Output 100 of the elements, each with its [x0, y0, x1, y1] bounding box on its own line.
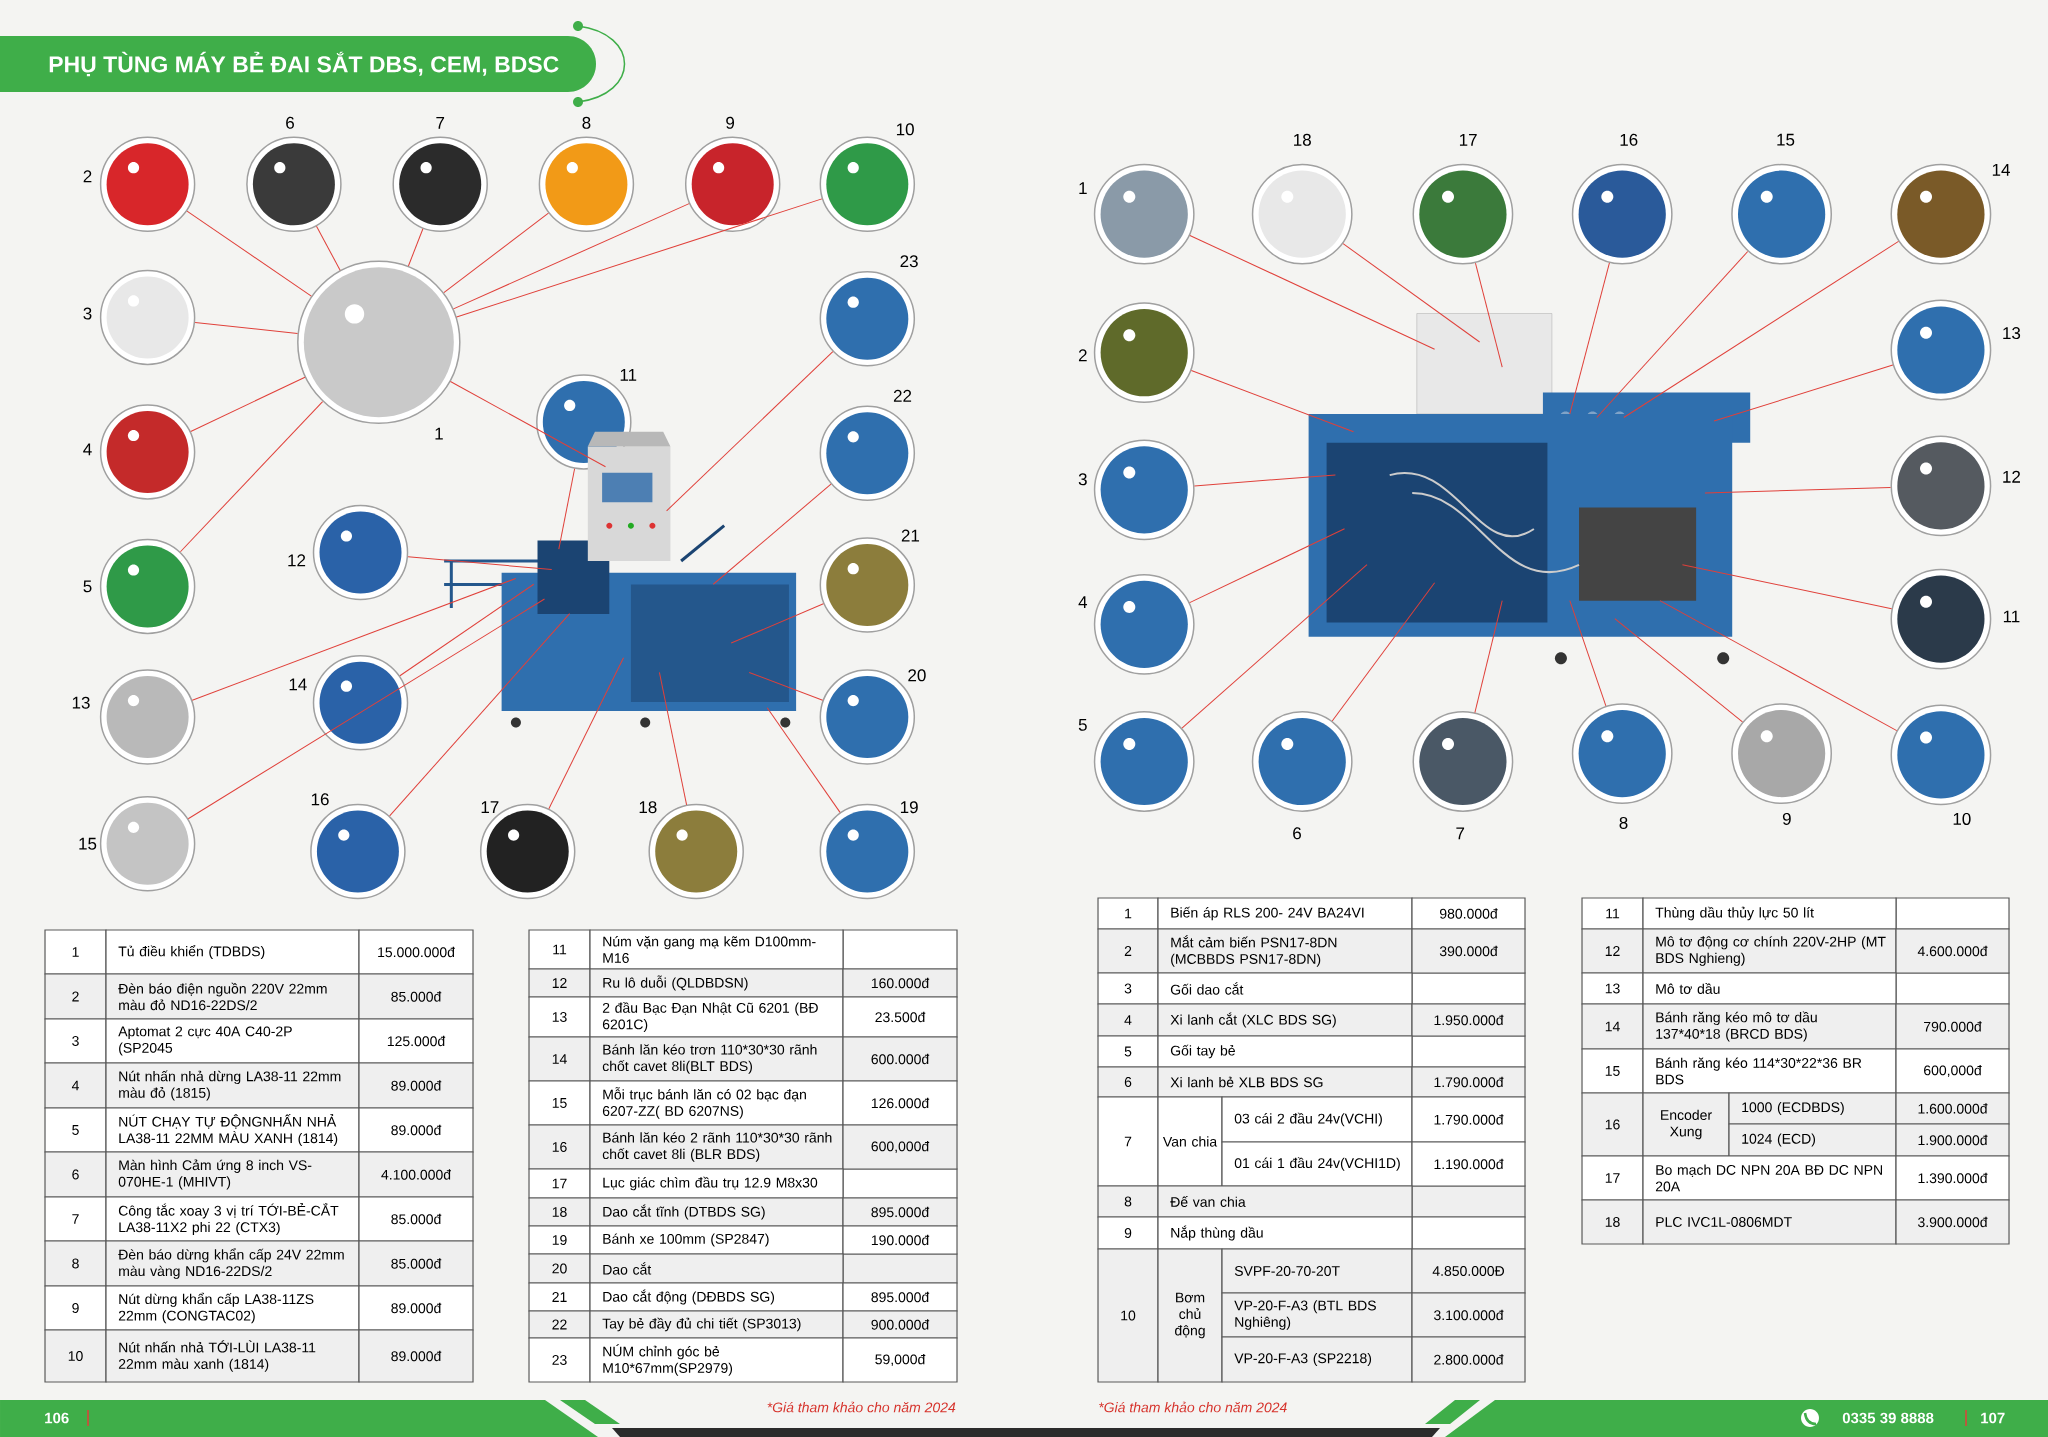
leader-line	[766, 707, 841, 813]
table-cell: 2	[44, 973, 107, 1020]
table-cell: 10	[1097, 1248, 1159, 1383]
callout-number: 16	[311, 793, 329, 806]
title-banner: PHỤ TÙNG MÁY BẺ ĐAI SẮT DBS, CEM, BDSC	[0, 36, 596, 92]
leader-line	[1189, 234, 1436, 350]
callout-number: 7	[436, 116, 445, 129]
table-cell: 7	[1097, 1096, 1159, 1187]
leader-line	[730, 603, 824, 644]
table-cell: 85.000đ	[358, 1196, 474, 1242]
table-cell: 8	[44, 1240, 107, 1287]
machine-drawing	[1308, 313, 1751, 665]
note-text: *Giá tham khảo cho năm 2024	[1099, 1401, 1287, 1413]
table-cell: 5	[1097, 1035, 1159, 1068]
table-cell: 15	[1581, 1048, 1644, 1094]
leader-line	[1181, 564, 1368, 729]
callout-number: 10	[1953, 812, 1971, 825]
callout-number: 18	[1294, 133, 1311, 146]
callout-number: 13	[72, 696, 90, 709]
callout-number: 5	[1078, 718, 1087, 731]
table-cell: 16	[1581, 1092, 1644, 1157]
table-cell: 17	[1581, 1155, 1644, 1201]
table-cell: 85.000đ	[358, 973, 474, 1020]
callout-number: 14	[289, 678, 307, 691]
table-cell: 16	[528, 1124, 591, 1170]
table-cell: 22	[528, 1310, 591, 1339]
table-cell: 126.000đ	[842, 1080, 958, 1126]
table-cell: 01 cái 1 đầu 24v(VCHI1D)	[1221, 1141, 1413, 1187]
table-cell: 3	[1097, 972, 1159, 1005]
table-cell: Van chia	[1157, 1096, 1223, 1187]
table-cell: 6	[44, 1151, 107, 1198]
table-cell: 18	[528, 1197, 591, 1227]
leader-line	[452, 203, 690, 310]
leader-line	[1569, 600, 1607, 707]
leader-line	[1190, 370, 1354, 433]
callout-number: 4	[1078, 596, 1088, 608]
leader-line	[1659, 600, 1898, 732]
table-cell: 1.790.000đ	[1411, 1096, 1526, 1143]
table-cell: 19	[528, 1225, 591, 1255]
callout-number: 3	[1078, 473, 1087, 486]
callout-number: 8	[582, 116, 591, 129]
table-cell: 23.500đ	[842, 996, 958, 1038]
table-cell: 4	[44, 1062, 107, 1109]
table-cell: 13	[1581, 972, 1644, 1005]
leader-line	[558, 468, 576, 550]
table-cell: 600,000đ	[842, 1124, 958, 1170]
leader-line	[1681, 564, 1893, 610]
table-cell: Bơm chủ động	[1157, 1248, 1223, 1383]
leader-line	[187, 598, 545, 820]
table-cell: 2	[1097, 928, 1159, 974]
table-cell: 10	[44, 1329, 107, 1383]
table-cell: 390.000đ	[1411, 928, 1526, 974]
table-cell: 17	[528, 1168, 591, 1199]
table-cell: 89.000đ	[358, 1285, 474, 1331]
callout-number: 12	[2003, 470, 2020, 483]
callout-number: 11	[620, 369, 637, 381]
table-cell: Encoder Xung	[1642, 1092, 1730, 1157]
table-cell: 4.100.000đ	[358, 1151, 474, 1198]
table-cell: 12	[528, 968, 591, 998]
callout-number: 14	[1992, 163, 2010, 176]
callout-number: 3	[83, 307, 92, 320]
table-cell: 7	[44, 1196, 107, 1242]
callout-number: 17	[481, 801, 499, 814]
table-cell: 190.000đ	[842, 1225, 958, 1255]
callout-number: 20	[908, 669, 926, 682]
leader-line	[399, 583, 535, 677]
callout-number: 16	[1620, 133, 1638, 146]
leader-line	[407, 556, 553, 571]
table-cell: 4.600.000đ	[1895, 928, 2010, 974]
table-cell: 89.000đ	[358, 1329, 474, 1383]
callout-number: 10	[896, 123, 914, 136]
leader-line	[456, 198, 823, 318]
callout-number: 17	[1459, 133, 1477, 146]
callout-number: 6	[286, 116, 294, 129]
table-cell: 9	[44, 1285, 107, 1331]
leader-line	[748, 671, 824, 701]
table-cell: 85.000đ	[358, 1240, 474, 1287]
table-cell: 1.190.000đ	[1411, 1141, 1526, 1187]
leader-line	[658, 671, 688, 806]
note-text: *Giá tham khảo cho năm 2024	[767, 1401, 956, 1413]
leader-line	[389, 613, 571, 817]
leader-line	[194, 322, 299, 334]
table-cell: 1	[1097, 897, 1159, 930]
table-cell: 600,000đ	[1895, 1048, 2010, 1094]
table-cell: 14	[1581, 1003, 1644, 1050]
callout-number: 6	[1293, 827, 1301, 840]
table-cell: 4	[1097, 1003, 1159, 1037]
table-cell: 11	[528, 929, 591, 970]
table-cell: 5	[44, 1107, 107, 1153]
callout-number: 18	[639, 801, 657, 814]
leader-line	[316, 225, 341, 271]
leader-line	[449, 381, 606, 468]
table-cell: 14	[528, 1036, 591, 1082]
callout-number: 11	[2003, 610, 2020, 623]
table-cell: 21	[528, 1282, 591, 1312]
table-cell: 160.000đ	[842, 968, 958, 998]
leader-line	[1474, 600, 1503, 714]
table-cell: 20	[528, 1253, 591, 1284]
callout-number: 23	[900, 255, 918, 268]
leader-line	[1614, 618, 1743, 723]
